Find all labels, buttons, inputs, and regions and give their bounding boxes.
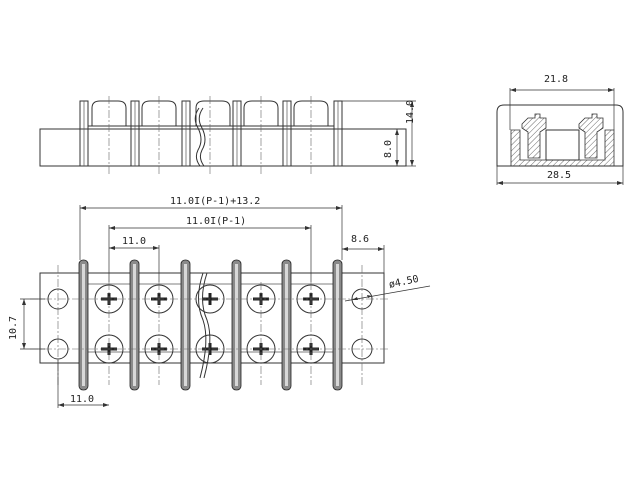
- dim-pitch-span: 11.0I(P-1): [186, 216, 247, 227]
- end-view: [496, 88, 624, 185]
- side-dimensions: [342, 100, 416, 167]
- top-dimensions: [20, 205, 431, 408]
- dim-outer-width: 28.5: [547, 170, 572, 181]
- end-hatched-section: [510, 129, 615, 167]
- dim-total-height: 14.0: [405, 99, 416, 124]
- break-line: [194, 107, 202, 167]
- dim-base-height: 8.0: [383, 139, 394, 158]
- dim-overall-length: 11.0I(P-1)+13.2: [170, 196, 261, 207]
- side-view: [39, 96, 416, 175]
- dim-pitch: 11.0: [122, 236, 147, 247]
- side-centerlines: [108, 96, 312, 175]
- top-view: [20, 205, 431, 408]
- side-base: [39, 128, 407, 167]
- dim-inner-width: 21.8: [544, 74, 569, 85]
- top-barriers: [78, 259, 343, 391]
- dim-end-offset: 8.6: [351, 234, 370, 245]
- dim-row-spacing: 10.7: [8, 315, 19, 340]
- top-centerlines: [30, 265, 390, 385]
- dim-first-pitch: 11.0: [70, 394, 95, 405]
- side-barriers: [79, 100, 343, 167]
- end-body-outline: [496, 104, 624, 167]
